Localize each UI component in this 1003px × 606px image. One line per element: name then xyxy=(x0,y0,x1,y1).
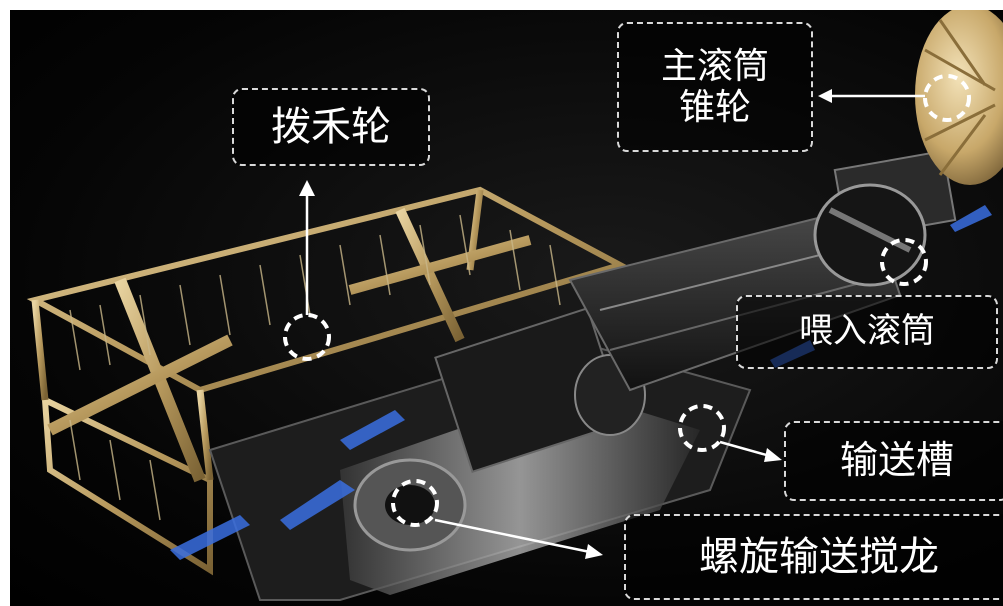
label-reel: 拨禾轮 xyxy=(232,88,430,166)
leader-arrows xyxy=(299,89,925,559)
label-conveyor-trough: 输送槽 xyxy=(784,421,1003,501)
main-drum-cone xyxy=(915,10,1003,185)
marker-feed-drum xyxy=(880,238,928,286)
label-auger: 螺旋输送搅龙 xyxy=(624,514,1003,600)
header-body xyxy=(208,306,752,601)
marker-conveyor-trough xyxy=(678,404,726,452)
harvester-scene: 拨禾轮 主滚筒 锥轮 喂入滚筒 输送槽 螺旋输送搅龙 xyxy=(10,10,1003,606)
marker-reel xyxy=(283,313,331,361)
reel-tines xyxy=(69,214,561,521)
feed-drum xyxy=(813,149,957,287)
marker-auger xyxy=(391,479,439,527)
marker-main-drum-cone xyxy=(923,74,971,122)
label-main-drum-cone: 主滚筒 锥轮 xyxy=(617,22,813,152)
reel-frame xyxy=(26,186,628,576)
label-feed-drum: 喂入滚筒 xyxy=(736,295,998,369)
callout-markers xyxy=(283,74,971,527)
harvester-illustration xyxy=(26,10,1003,601)
